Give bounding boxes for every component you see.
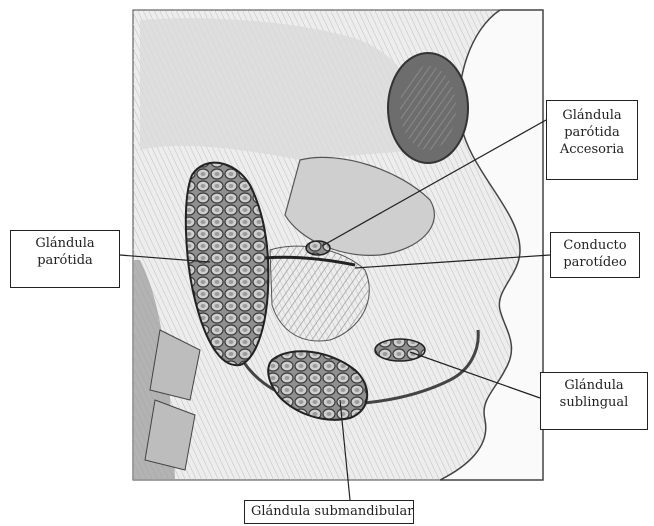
label-sublingual-gland: Glándula sublingual — [540, 372, 648, 430]
label-submandibular-text: Glándula submandibular — [251, 503, 407, 520]
sublingual-gland — [375, 339, 425, 361]
label-accessory-line1: Glándula — [553, 107, 631, 124]
label-sublingual-line1: Glándula — [547, 377, 641, 394]
label-duct-line2: parotídeo — [557, 254, 633, 271]
label-parotid-duct: Conducto parotídeo — [550, 232, 640, 278]
label-parotid-line2: parótida — [17, 252, 113, 269]
label-parotid-line1: Glándula — [17, 235, 113, 252]
label-accessory-parotid: Glándula parótida Accesoria — [546, 100, 638, 180]
label-accessory-line2: parótida — [553, 124, 631, 141]
label-parotid-gland: Glándula parótida — [10, 230, 120, 288]
label-accessory-line3: Accesoria — [553, 141, 631, 158]
label-submandibular-gland: Glándula submandibular — [244, 500, 414, 524]
label-duct-line1: Conducto — [557, 237, 633, 254]
label-sublingual-line2: sublingual — [547, 394, 641, 411]
